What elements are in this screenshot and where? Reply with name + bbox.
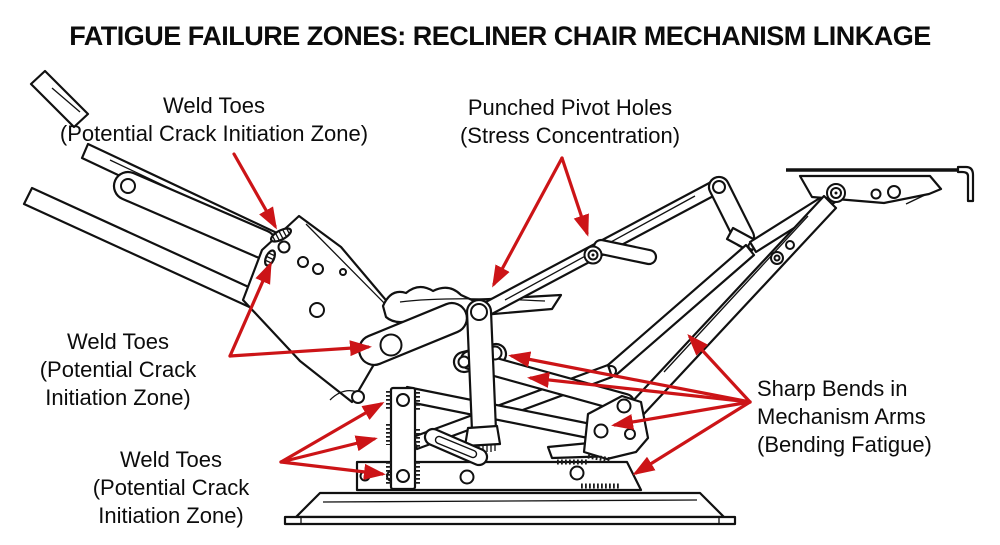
callout-weld-toes-mid: Weld Toes (Potential Crack Initiation Zo… — [2, 328, 234, 412]
annotation-arrows — [228, 152, 752, 480]
callout-line: Weld Toes — [67, 329, 169, 354]
arrow-weld-toes-mid — [228, 340, 372, 358]
base-rail — [355, 460, 643, 492]
callout-line: (Potential Crack — [92, 475, 250, 500]
arrow-sharp-bends — [687, 334, 752, 404]
arrow-sharp-bends — [508, 351, 752, 404]
callout-line: (Stress Concentration) — [459, 123, 681, 148]
front-pivot-link — [463, 298, 502, 453]
arrow-sharp-bends — [632, 400, 752, 476]
slot-lever — [423, 427, 489, 467]
bent-corner-bracket — [582, 394, 650, 463]
arrow-weld-toes-bottom — [279, 460, 386, 480]
callout-line: Initiation Zone) — [98, 503, 244, 528]
arrow-sharp-bends — [611, 400, 752, 430]
callout-line: Initiation Zone) — [45, 385, 191, 410]
callout-line: (Bending Fatigue) — [757, 432, 932, 457]
callout-line: Punched Pivot Holes — [467, 95, 673, 120]
callout-weld-toes-bottom: Weld Toes (Potential Crack Initiation Zo… — [60, 446, 282, 530]
welded-upright-bracket — [386, 386, 420, 491]
callout-line: Mechanism Arms — [757, 404, 926, 429]
callout-line: Weld Toes — [163, 93, 265, 118]
figure-title: FATIGUE FAILURE ZONES: RECLINER CHAIR ME… — [69, 21, 931, 51]
arrow-weld-toes-bottom — [279, 401, 385, 464]
weld-bead-plate-top — [269, 227, 293, 243]
seat-side-arm — [480, 179, 721, 318]
arrow-punched-pivot-holes — [492, 156, 564, 288]
base-pedestal — [283, 491, 737, 526]
callout-punched-pivot-holes: Punched Pivot Holes (Stress Concentratio… — [445, 94, 695, 150]
callout-line: (Potential Crack Initiation Zone) — [59, 121, 369, 146]
arrow-weld-toes-bottom — [279, 435, 378, 464]
callout-weld-toes-top: Weld Toes (Potential Crack Initiation Zo… — [28, 92, 400, 148]
arrow-weld-toes-top — [232, 152, 277, 230]
arrow-weld-toes-mid — [228, 261, 272, 358]
arrow-sharp-bends — [527, 372, 752, 404]
callout-line: Weld Toes — [120, 447, 222, 472]
arrow-punched-pivot-holes — [560, 156, 589, 237]
callout-sharp-bends: Sharp Bends in Mechanism Arms (Bending F… — [757, 375, 972, 459]
callout-line: (Potential Crack — [39, 357, 197, 382]
armrest-bracket — [786, 165, 975, 205]
callout-line: Sharp Bends in — [757, 376, 908, 401]
